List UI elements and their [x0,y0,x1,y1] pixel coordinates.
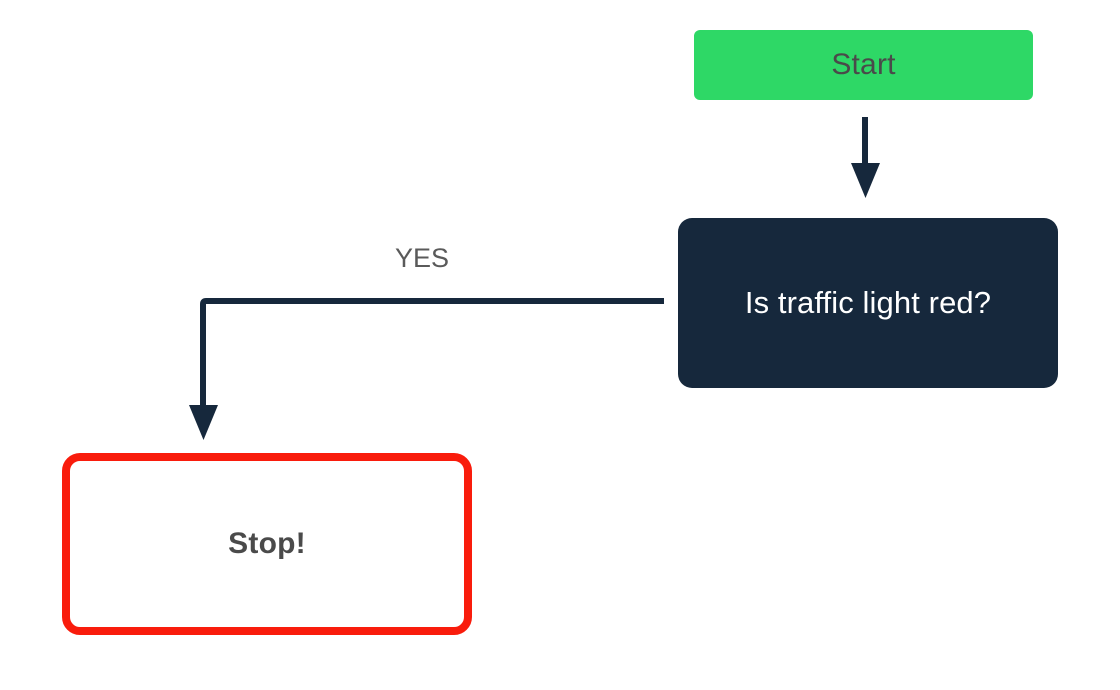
arrowhead-down-to-stop [189,405,218,440]
node-start[interactable]: Start [694,30,1033,100]
node-stop[interactable]: Stop! [62,453,472,635]
node-decision-label: Is traffic light red? [744,285,992,320]
node-start-label: Start [831,48,896,81]
connector-yes-elbow [200,298,664,407]
edge-label-yes: YES [395,243,450,273]
arrowhead-down-to-decision [851,163,880,198]
node-decision[interactable]: Is traffic light red? [678,218,1058,388]
connector-start-stem [862,117,868,165]
node-stop-label: Stop! [228,527,306,560]
